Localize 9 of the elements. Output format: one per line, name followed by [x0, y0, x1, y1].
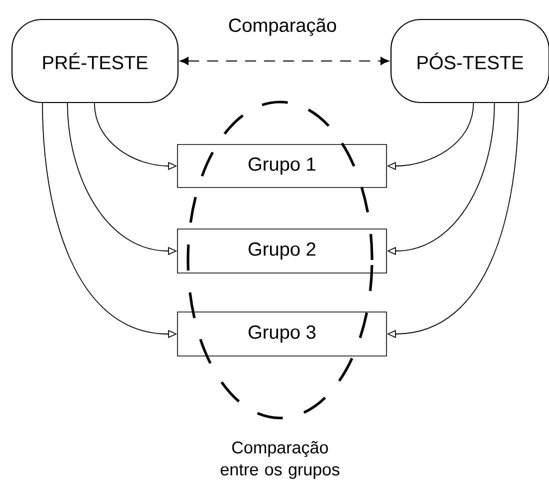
group-box: Grupo 3	[177, 312, 387, 356]
dashed-ellipse	[186, 100, 374, 420]
group-box: Grupo 2	[177, 228, 387, 274]
terminal-box: PRÉ-TESTE	[11, 18, 179, 104]
group-box: Grupo 1	[177, 144, 387, 188]
edge-label: Comparação	[227, 17, 338, 37]
terminal-box: PÓS-TESTE	[390, 18, 549, 104]
node-label: Comparação entre os grupos	[220, 441, 340, 479]
arrow	[180, 56, 390, 66]
